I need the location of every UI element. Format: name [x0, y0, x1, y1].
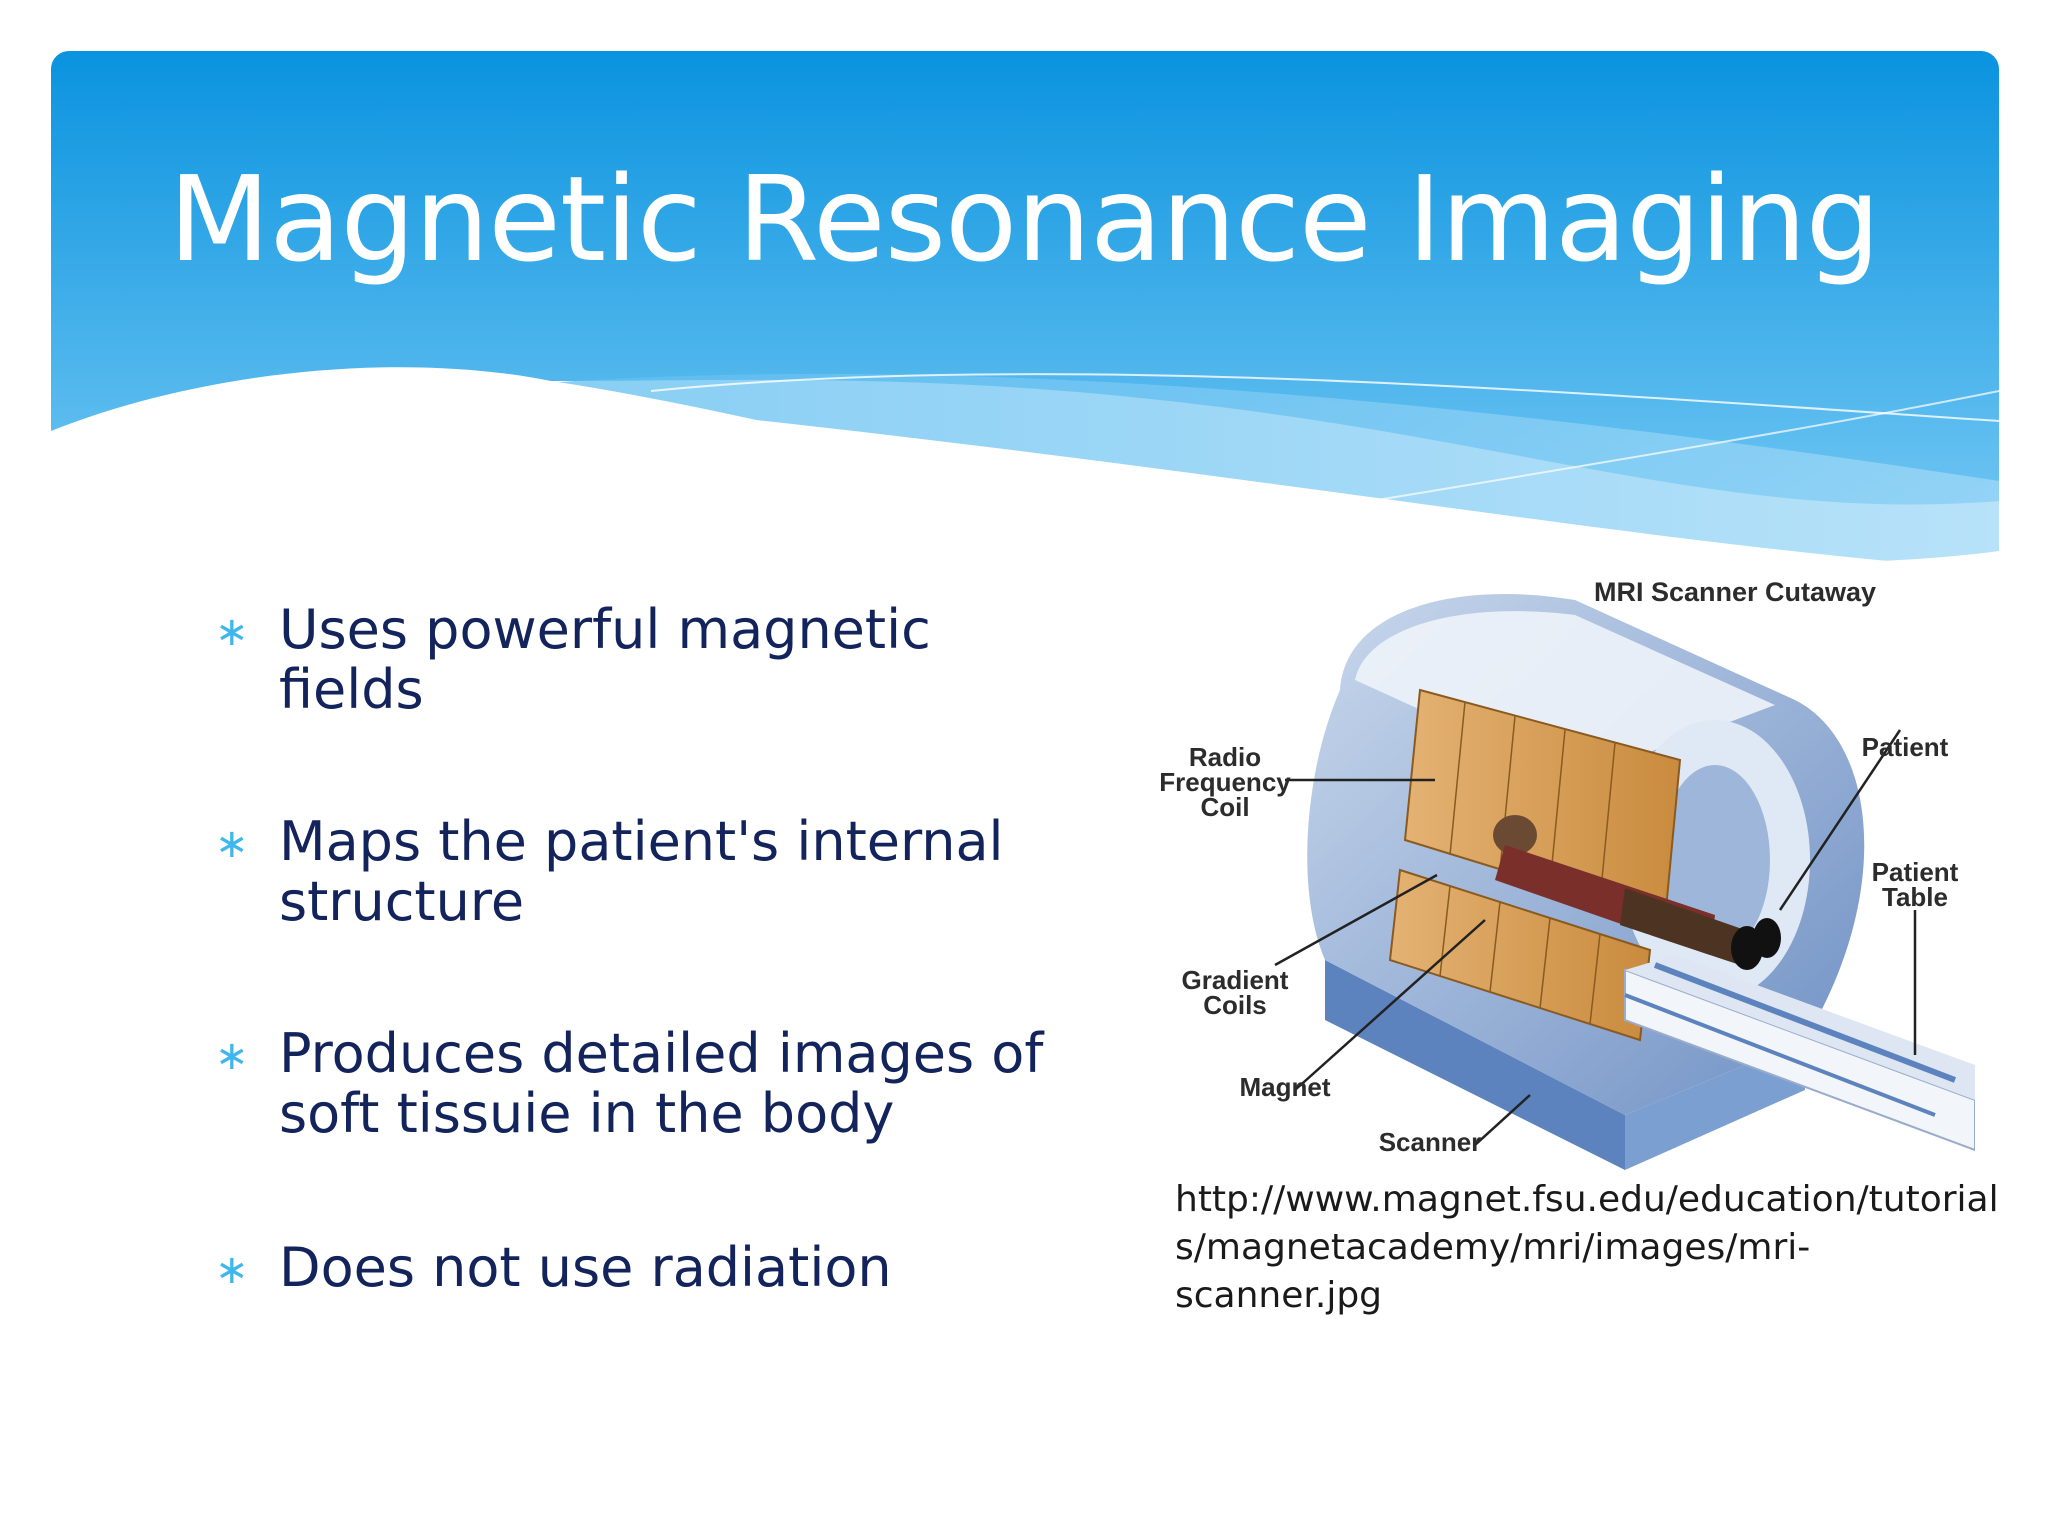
- label-magnet: Magnet: [1239, 1072, 1331, 1102]
- asterisk-icon: ∗: [215, 821, 249, 867]
- caption-line: s/magnetacademy/mri/images/mri-scanner.j…: [1175, 1227, 1811, 1316]
- asterisk-icon: ∗: [215, 1033, 249, 1079]
- bullet-text: Produces detailed images of soft tissuie…: [279, 1022, 1044, 1145]
- mri-scanner-figure: MRI Scanner Cutaway Radio Frequency Coil…: [1155, 570, 1976, 1185]
- bullet-text: Uses powerful magnetic fields: [279, 598, 931, 721]
- asterisk-icon: ∗: [215, 1247, 249, 1293]
- header-wave-graphic: [51, 51, 1999, 571]
- label-gradient-coils: Gradient Coils: [1181, 965, 1289, 1020]
- mri-scanner-illustration: [1274, 594, 1976, 1170]
- image-source-caption: http://www.magnet.fsu.edu/education/tuto…: [1175, 1176, 1999, 1320]
- bullet-item: ∗ Uses powerful magnetic fields: [215, 600, 1045, 720]
- figure-heading: MRI Scanner Cutaway: [1593, 577, 1877, 607]
- label-scanner: Scanner: [1378, 1127, 1482, 1157]
- bullet-item: ∗ Produces detailed images of soft tissu…: [215, 1024, 1045, 1144]
- patient-head: [1493, 815, 1537, 855]
- caption-line: http://www.magnet.fsu.edu/education/tuto…: [1175, 1179, 1999, 1220]
- slide-title: Magnetic Resonance Imaging: [168, 150, 1880, 288]
- bullet-text: Maps the patient's internal structure: [279, 810, 1004, 933]
- label-patient-table: Patient Table: [1871, 857, 1959, 912]
- bullet-item: ∗ Does not use radiation: [215, 1238, 892, 1298]
- header-banner: [51, 51, 1999, 571]
- label-radio-frequency-coil: Radio Frequency Coil: [1159, 742, 1291, 822]
- bullet-text: Does not use radiation: [279, 1236, 892, 1299]
- bullet-item: ∗ Maps the patient's internal structure: [215, 812, 1045, 932]
- label-patient: Patient: [1861, 732, 1949, 762]
- asterisk-icon: ∗: [215, 609, 249, 655]
